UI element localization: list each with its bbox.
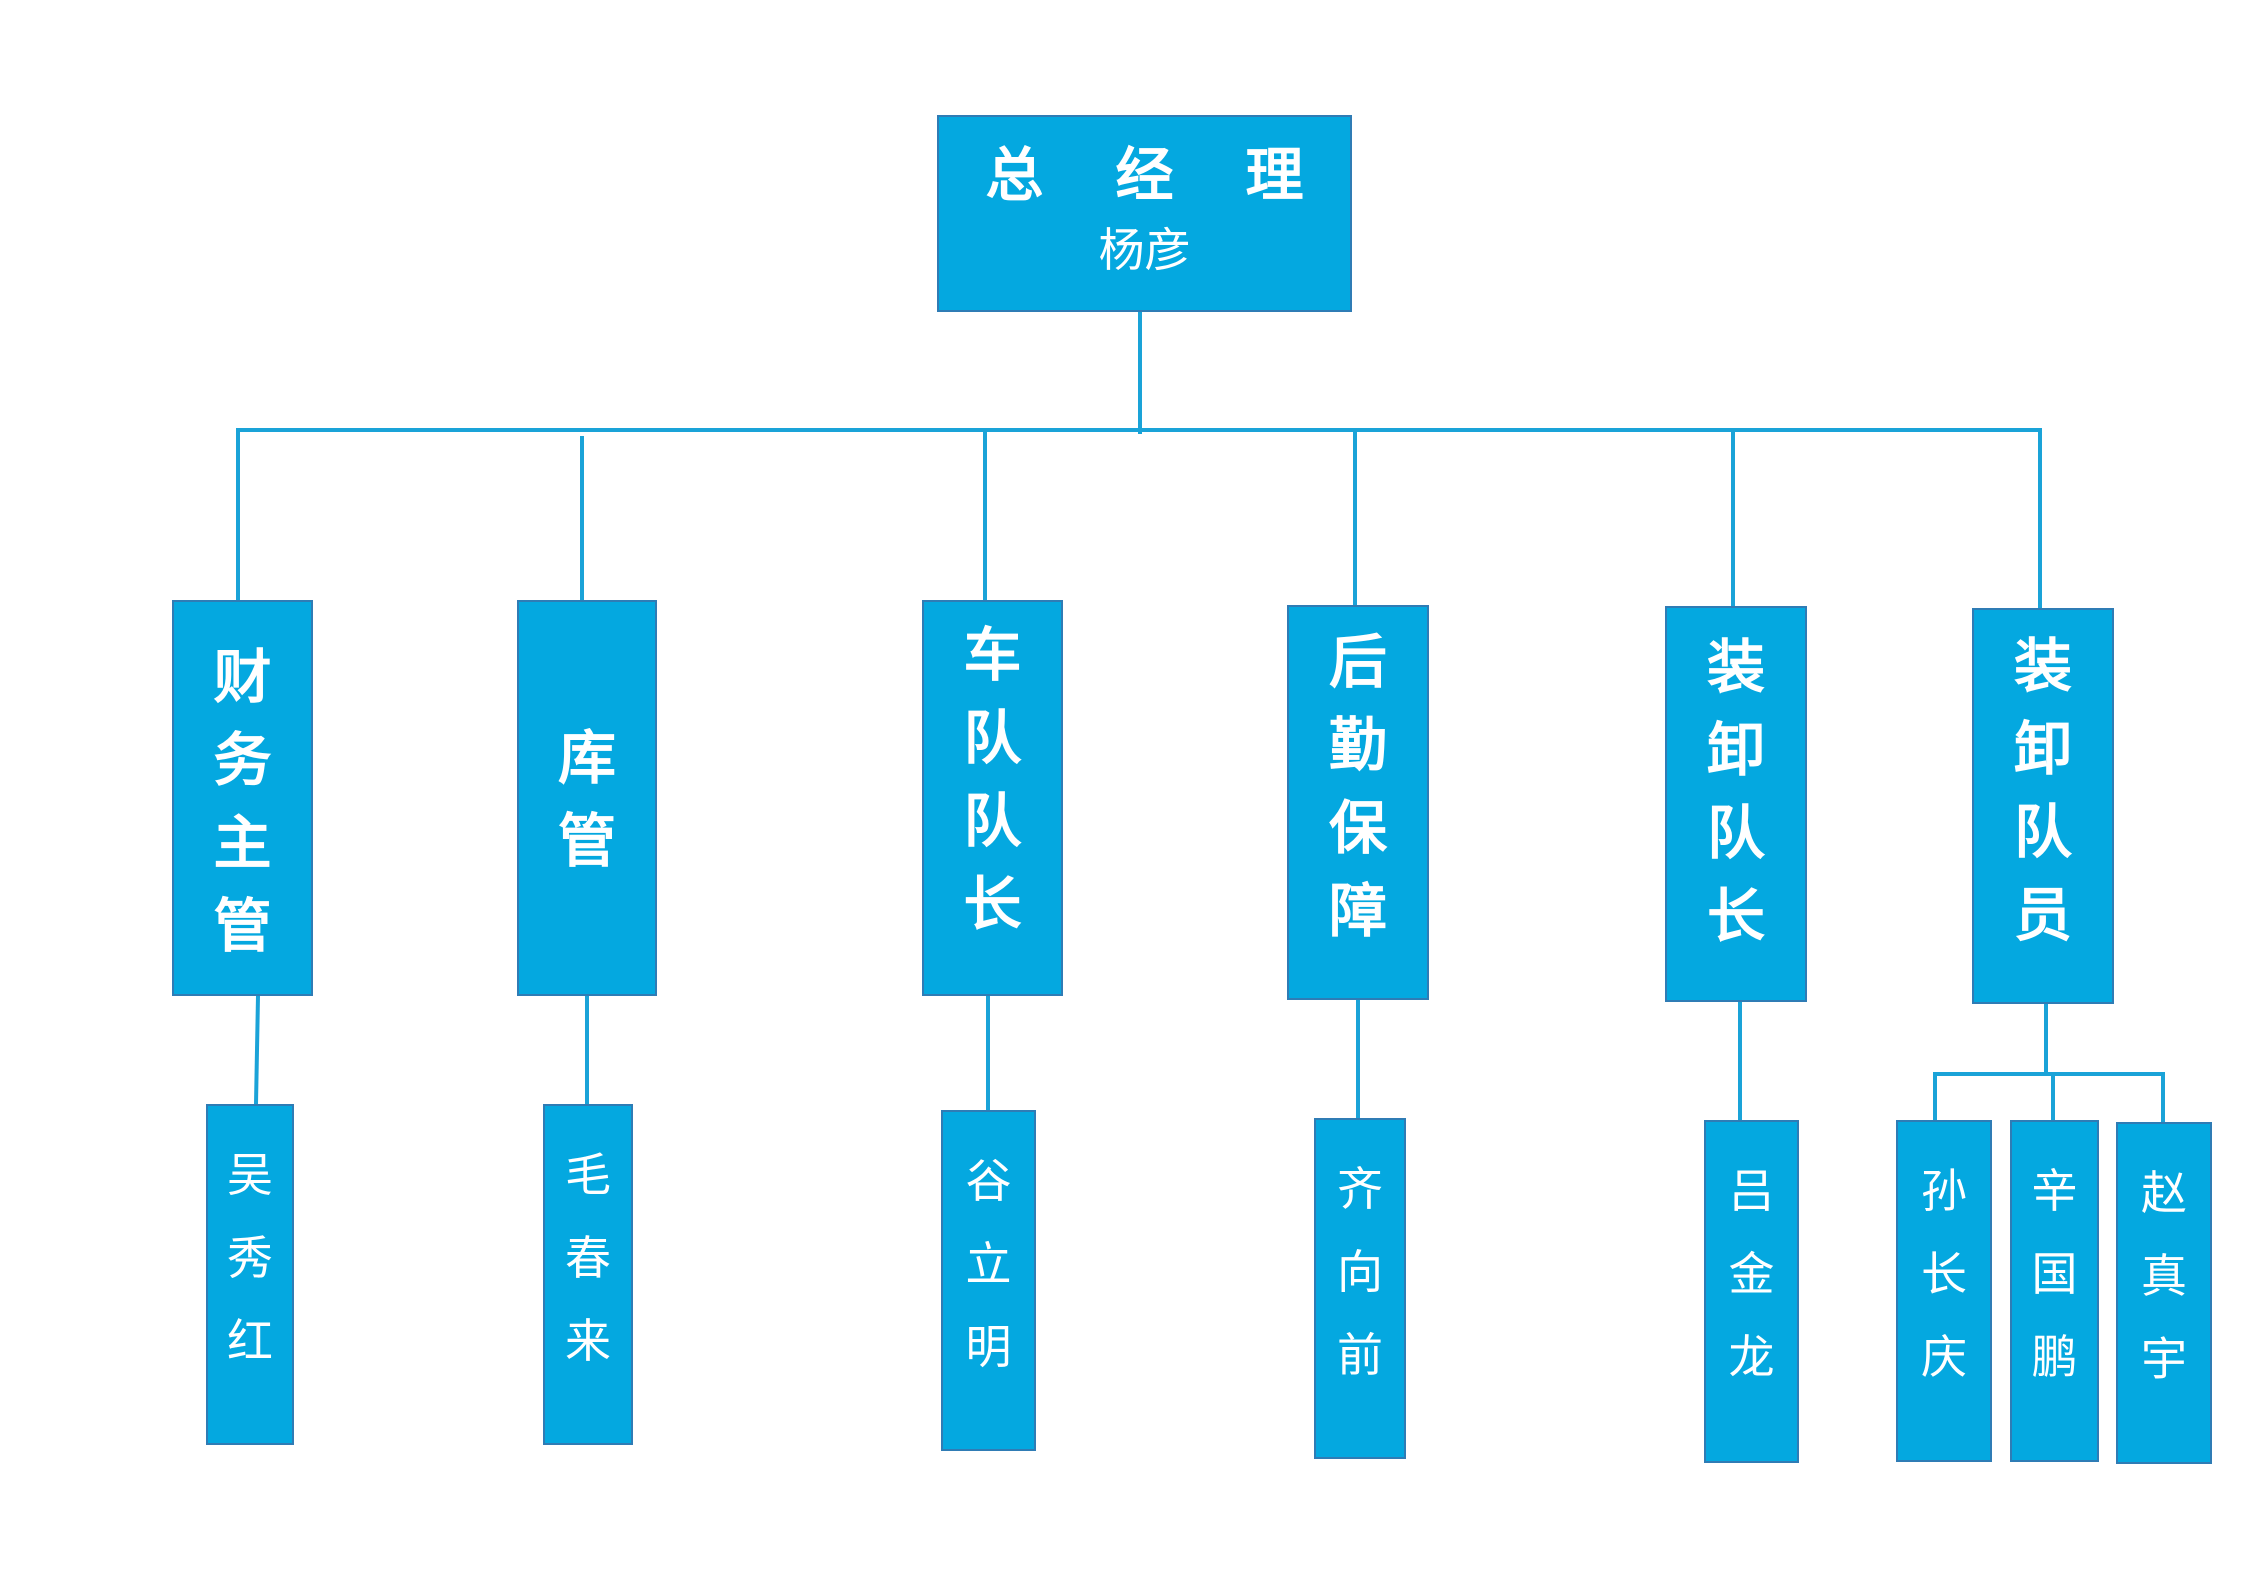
member-name-char: 长 bbox=[1921, 1247, 1967, 1301]
member-name-char: 龙 bbox=[1728, 1330, 1775, 1384]
dept-title-char: 障 bbox=[1328, 877, 1387, 945]
dept-title-char: 勤 bbox=[1328, 711, 1387, 779]
general-manager-title: 总 经 理 bbox=[939, 139, 1350, 211]
member-box-loading-crew-3: 赵 真 宇 bbox=[2116, 1122, 2212, 1464]
dept-title-char: 装 bbox=[1706, 633, 1765, 701]
member-name-char: 国 bbox=[2031, 1247, 2078, 1301]
title-char: 经 bbox=[1115, 141, 1174, 209]
member-name-char: 毛 bbox=[565, 1148, 611, 1202]
member-name-char: 秀 bbox=[227, 1231, 273, 1285]
dept-title-char: 长 bbox=[963, 870, 1022, 938]
member-name-char: 吴 bbox=[227, 1148, 273, 1202]
member-box-logistics: 齐 向 前 bbox=[1314, 1118, 1406, 1459]
member-name-char: 红 bbox=[227, 1314, 273, 1368]
dept-title-char: 队 bbox=[963, 787, 1022, 855]
dept-title-char: 务 bbox=[213, 726, 272, 794]
member-name-char: 来 bbox=[565, 1314, 611, 1368]
member-connector-finance bbox=[253, 993, 261, 1107]
title-char: 总 bbox=[985, 141, 1044, 209]
title-char: 理 bbox=[1245, 141, 1304, 209]
member-box-fleet: 谷 立 明 bbox=[941, 1110, 1036, 1451]
dept-title-char: 装 bbox=[2013, 632, 2072, 700]
member-name-char: 宇 bbox=[2141, 1332, 2187, 1386]
member-box-loading-crew-2: 辛 国 鹏 bbox=[2010, 1120, 2099, 1462]
member-name-char: 前 bbox=[1337, 1328, 1383, 1382]
member-box-warehouse: 毛 春 来 bbox=[543, 1104, 633, 1445]
dept-title-char: 员 bbox=[2013, 881, 2072, 949]
dept-box-loading-lead: 装 卸 队 长 bbox=[1665, 606, 1807, 1002]
dept-title-char: 后 bbox=[1328, 628, 1387, 696]
member-name-char: 明 bbox=[965, 1320, 1012, 1374]
member-name-char: 真 bbox=[2141, 1249, 2187, 1303]
dept-title-char: 队 bbox=[1706, 799, 1765, 867]
dept-title-char: 长 bbox=[1706, 882, 1765, 950]
member-name-char: 齐 bbox=[1337, 1162, 1383, 1216]
general-manager-name: 杨彦 bbox=[1098, 223, 1191, 277]
dept-box-finance: 财 务 主 管 bbox=[172, 600, 313, 996]
member-box-loading-crew-1: 孙 长 庆 bbox=[1896, 1120, 1992, 1462]
member-name-char: 向 bbox=[1337, 1245, 1383, 1299]
dept-title-char: 主 bbox=[213, 809, 272, 877]
member-box-finance: 吴 秀 红 bbox=[206, 1104, 294, 1445]
member-name-char: 春 bbox=[565, 1231, 611, 1285]
dept-box-logistics: 后 勤 保 障 bbox=[1287, 605, 1429, 1000]
dept-title-char: 队 bbox=[963, 704, 1022, 772]
member-name-char: 赵 bbox=[2141, 1166, 2187, 1220]
dept-title-char: 财 bbox=[213, 643, 272, 711]
member-name-char: 金 bbox=[1728, 1247, 1775, 1301]
dept-box-loading-crew: 装 卸 队 员 bbox=[1972, 608, 2114, 1004]
member-name-char: 庆 bbox=[1921, 1330, 1967, 1384]
member-name-char: 谷 bbox=[965, 1154, 1012, 1208]
dept-title-char: 管 bbox=[557, 807, 616, 875]
member-box-loading-lead: 吕 金 龙 bbox=[1704, 1120, 1799, 1463]
member-name-char: 鹏 bbox=[2031, 1330, 2078, 1384]
member-name-char: 孙 bbox=[1921, 1164, 1967, 1218]
member-name-char: 吕 bbox=[1728, 1164, 1775, 1218]
dept-box-fleet: 车 队 队 长 bbox=[922, 600, 1063, 996]
member-name-char: 立 bbox=[965, 1237, 1012, 1291]
dept-title-char: 管 bbox=[213, 892, 272, 960]
dept-title-char: 库 bbox=[557, 724, 616, 792]
dept-title-char: 卸 bbox=[2013, 715, 2072, 783]
dept-title-char: 保 bbox=[1328, 794, 1387, 862]
dept-box-warehouse: 库 管 bbox=[517, 600, 657, 996]
dept-title-char: 卸 bbox=[1706, 716, 1765, 784]
member-name-char: 辛 bbox=[2031, 1164, 2078, 1218]
general-manager-box: 总 经 理 杨彦 bbox=[937, 115, 1352, 312]
dept-title-char: 队 bbox=[2013, 798, 2072, 866]
dept-title-char: 车 bbox=[963, 621, 1022, 689]
